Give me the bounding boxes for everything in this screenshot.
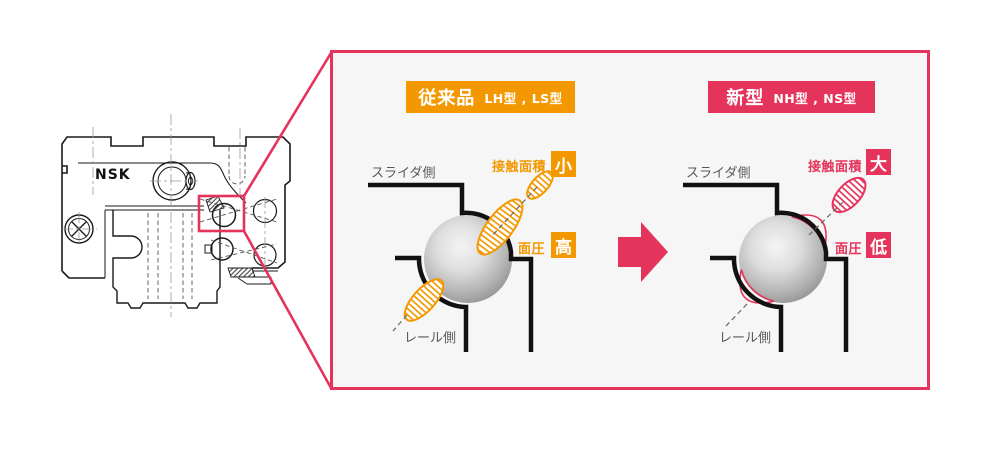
- rail-cross-section: [112, 210, 221, 309]
- ball-lower: [210, 237, 234, 261]
- slider-block-outline: [61, 136, 291, 279]
- callout-leader-bottom: [242, 230, 333, 389]
- hidden-tap-hole: [228, 147, 246, 185]
- rail-gap-lines: [104, 205, 204, 278]
- slider-profile: [683, 182, 849, 352]
- hidden-track-lines: [199, 198, 278, 264]
- ball-icon: [739, 215, 827, 303]
- new-type-diagram: [683, 176, 867, 352]
- rail-leader-line: [392, 314, 408, 332]
- callout-rectangle: [197, 194, 246, 233]
- contact-ellipse-rail: [403, 278, 445, 322]
- seal-strip-hatch: [227, 267, 256, 278]
- conventional-diagram: [368, 170, 554, 352]
- centerlines: [62, 114, 266, 317]
- contact-ellipse-small: [526, 170, 554, 200]
- contact-crescent-lower: [739, 269, 775, 304]
- transition-arrow-icon: [618, 222, 668, 282]
- callout-leader-top: [242, 52, 333, 197]
- rail-leader-line: [724, 303, 748, 328]
- retainer-wedge-hatch: [205, 195, 225, 213]
- linear-guide-drawing: [61, 114, 291, 317]
- contact-leader-line: [490, 186, 538, 238]
- hidden-bolt-lines: [147, 213, 193, 299]
- retainer-tab: [204, 244, 213, 254]
- rail-profile: [710, 255, 784, 352]
- ball-upper: [211, 202, 237, 228]
